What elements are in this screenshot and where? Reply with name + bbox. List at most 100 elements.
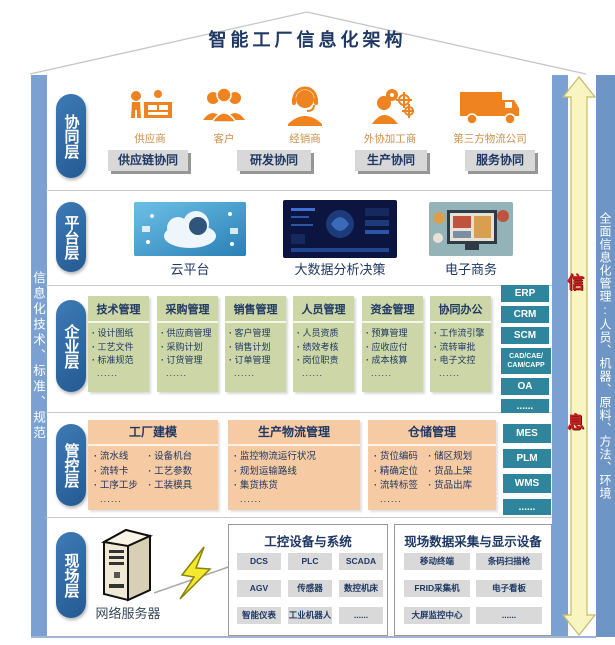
arrow-char-xin: 信 [567,273,584,292]
ecommerce-thumbnail [429,202,513,256]
chip-eboard: 电子看板 [476,580,542,597]
partner-label: 外协加工商 [363,133,417,145]
left-wall-label: 信息化技术、标准、规范 [31,270,45,442]
column-more: ...... [371,367,393,378]
roof-outline [29,11,587,75]
control-box-warehouse: 仓储管理 货位编码 精确定位 流转标签 储区规划 货品上架 货品出库 .....… [368,420,496,510]
chip-sensor: 传感器 [288,580,332,597]
box-more: ...... [380,494,402,506]
column-more: ...... [97,367,119,378]
badge-more: ...... [501,399,549,413]
column-item: 销售计划 [229,341,286,355]
enterprise-column-office: 协同办公 工作流引擎 流转审批 电子文控 ...... [430,296,491,392]
chip-mobile-terminal: 移动终端 [404,553,470,570]
partner-label: 经销商 [289,133,321,145]
column-more: ...... [439,367,461,378]
enterprise-column-tech: 技术管理 设计图纸 工艺文件 标准规范 ...... [88,296,149,392]
lightning-icon [153,546,235,600]
chip-barcode-gun: 条码扫描枪 [476,553,542,570]
supplier-icon [131,90,172,118]
divider-enterprise-control [46,412,552,413]
box-more: ...... [240,494,262,506]
badge-mes: MES [503,424,551,443]
outsourcing-icon [372,89,414,124]
box-title: 工控设备与系统 [264,535,352,549]
column-item: 订货管理 [161,354,218,368]
badge-cad: CAD/CAE/ CAM/CAPP [501,348,551,374]
partner-label: 供应商 [134,133,166,145]
box-header: 工厂建模 [88,420,218,446]
box-header: 仓储管理 [368,420,496,446]
layer-pill-enterprise: 企业层 [56,300,86,392]
supply-chain-collab-button: 供应链协同 [108,150,188,171]
column-item: 供应商管理 [161,327,218,341]
column-more: ...... [166,367,188,378]
column-item: 成本核算 [366,354,423,368]
column-header: 人员管理 [293,296,354,323]
up-down-arrow-icon [562,76,596,636]
box-item: 储区规划 [428,450,472,465]
box-item: 工艺参数 [148,465,192,480]
column-more: ...... [234,367,256,378]
column-item: 采购计划 [161,341,218,355]
chip-more: ...... [476,607,542,624]
column-item: 标准规范 [92,354,149,368]
production-collab-button: 生产协同 [355,150,427,171]
badge-crm: CRM [501,306,549,323]
box-item: 工序工步 [94,479,138,494]
badge-scm: SCM [501,327,549,344]
truck-icon [460,92,519,125]
column-item: 流转审批 [434,341,491,355]
box-header: 生产物流管理 [228,420,360,446]
column-item: 人员资质 [297,327,354,341]
column-header: 技术管理 [88,296,149,323]
chip-scada: SCADA [339,553,383,570]
enterprise-column-personnel: 人员管理 人员资质 绩效考核 岗位职责 ...... [293,296,354,392]
divider-collab-platform [46,190,552,191]
layer-pill-collab: 协同层 [56,94,86,178]
box-item: 规划运输路线 [234,465,316,480]
column-item: 客户管理 [229,327,286,341]
column-header: 销售管理 [225,296,286,323]
field-box-data-collection: 现场数据采集与显示设备 移动终端 条码扫描枪 FRID采集机 电子看板 大屏监控… [394,524,552,636]
platform-item-label: 电子商务 [444,262,497,277]
partner-label: 第三方物流公司 [453,133,527,145]
badge-plm: PLM [503,449,551,468]
column-item: 工作流引擎 [434,327,491,341]
layer-pill-control: 管控层 [56,424,86,506]
column-more: ...... [302,367,324,378]
box-title: 现场数据采集与显示设备 [404,535,542,549]
column-header: 资金管理 [362,296,423,323]
chip-robot: 工业机器人 [288,607,332,624]
arrow-char-xi: 息 [567,413,584,432]
bigdata-thumbnail [283,200,397,258]
box-item: 设备机台 [148,450,192,465]
rd-collab-button: 研发协同 [237,150,311,171]
cloud-platform-thumbnail [134,202,246,256]
column-item: 订单管理 [229,354,286,368]
chip-smart-meter: 智能仪表 [237,607,281,624]
column-item: 应收应付 [366,341,423,355]
right-side-bar [596,75,615,637]
platform-item-label: 大数据分析决策 [294,262,386,277]
field-box-industrial-control: 工控设备与系统 DCS PLC SCADA AGV 传感器 数控机床 智能仪表 … [228,524,388,636]
divider-platform-enterprise [46,285,552,286]
column-item: 预算管理 [366,327,423,341]
enterprise-column-purchase: 采购管理 供应商管理 采购计划 订货管理 ...... [157,296,218,392]
box-item: 流水线 [94,450,138,465]
column-item: 绩效考核 [297,341,354,355]
chip-dcs: DCS [237,553,281,570]
box-item: 精确定位 [374,465,418,480]
partner-label: 客户 [213,133,235,145]
box-more: ...... [100,494,122,506]
dealer-icon [288,86,322,126]
chip-more: ...... [339,607,383,624]
box-item: 货品上架 [428,465,472,480]
chip-cnc: 数控机床 [339,580,383,597]
right-side-bar-label: 全面信息化管理:人员、机器、原料、方法、环境 [598,212,612,500]
server-label: 网络服务器 [95,606,161,621]
badge-oa: OA [501,378,549,395]
box-item: 工装模具 [148,479,192,494]
left-wall [31,75,47,637]
